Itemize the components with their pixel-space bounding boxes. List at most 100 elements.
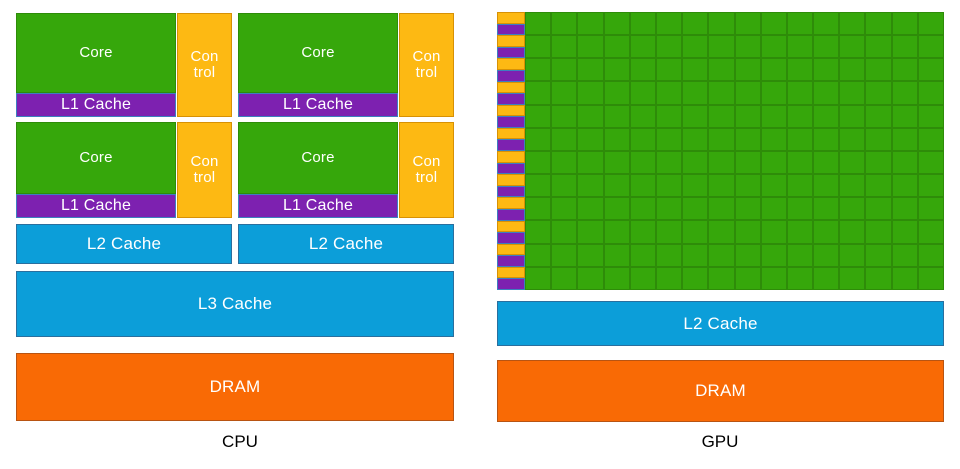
gpu-core-cell[interactable]	[813, 12, 840, 36]
gpu-core-cell[interactable]	[682, 58, 709, 82]
gpu-control-cell[interactable]	[497, 266, 525, 279]
gpu-core-cell[interactable]	[760, 35, 787, 59]
gpu-core-cell[interactable]	[655, 35, 683, 59]
gpu-core-cell[interactable]	[577, 197, 604, 221]
gpu-core-cell[interactable]	[865, 127, 892, 151]
gpu-core-cell[interactable]	[891, 243, 918, 267]
gpu-core-cell[interactable]	[786, 150, 814, 175]
gpu-control-cell[interactable]	[497, 197, 525, 209]
gpu-core-cell[interactable]	[734, 58, 761, 82]
gpu-core-cell[interactable]	[839, 243, 866, 267]
gpu-core-cell[interactable]	[525, 35, 552, 59]
gpu-core-cell[interactable]	[603, 220, 630, 244]
gpu-core-cell[interactable]	[865, 243, 892, 267]
gpu-core-cell[interactable]	[760, 81, 787, 105]
gpu-core-cell[interactable]	[682, 81, 709, 105]
gpu-core-cell[interactable]	[629, 243, 656, 267]
gpu-core-cell[interactable]	[786, 81, 814, 105]
gpu-core-cell[interactable]	[839, 150, 866, 175]
gpu-control-cell[interactable]	[497, 58, 525, 70]
gpu-core-cell[interactable]	[577, 127, 604, 151]
gpu-core-cell[interactable]	[734, 197, 761, 221]
gpu-core-cell[interactable]	[891, 174, 918, 198]
cpu-l2-cache-1[interactable]: L2 Cache	[16, 224, 232, 264]
cpu-l1-cache-2[interactable]: L1 Cache	[238, 93, 398, 117]
gpu-core-cell[interactable]	[551, 104, 578, 128]
gpu-core-cell[interactable]	[525, 150, 552, 175]
gpu-core-cell[interactable]	[891, 35, 918, 59]
gpu-core-cell[interactable]	[865, 81, 892, 105]
gpu-core-cell[interactable]	[813, 266, 840, 290]
gpu-core-cell[interactable]	[525, 220, 552, 244]
gpu-core-cell[interactable]	[655, 12, 683, 36]
gpu-core-cell[interactable]	[865, 12, 892, 36]
gpu-core-cell[interactable]	[525, 104, 552, 128]
gpu-core-cell[interactable]	[813, 174, 840, 198]
gpu-core-cell[interactable]	[525, 174, 552, 198]
gpu-core-cell[interactable]	[629, 81, 656, 105]
gpu-core-cell[interactable]	[603, 81, 630, 105]
gpu-core-cell[interactable]	[734, 12, 761, 36]
gpu-core-cell[interactable]	[708, 104, 735, 128]
gpu-control-cell[interactable]	[497, 243, 525, 256]
gpu-core-cell[interactable]	[708, 12, 735, 36]
gpu-core-cell[interactable]	[734, 127, 761, 151]
gpu-core-cell[interactable]	[603, 58, 630, 82]
gpu-core-cell[interactable]	[551, 220, 578, 244]
gpu-core-cell[interactable]	[760, 266, 787, 290]
gpu-control-cell[interactable]	[497, 151, 525, 163]
gpu-core-cell[interactable]	[655, 220, 683, 244]
gpu-core-cell[interactable]	[917, 35, 944, 59]
gpu-core-cell[interactable]	[629, 150, 656, 175]
gpu-core-cell[interactable]	[813, 220, 840, 244]
gpu-core-cell[interactable]	[525, 12, 552, 36]
gpu-l1-cache-cell[interactable]	[497, 116, 525, 128]
gpu-core-cell[interactable]	[734, 150, 761, 175]
cpu-control-4[interactable]: Con trol	[399, 122, 454, 218]
gpu-core-cell[interactable]	[603, 197, 630, 221]
gpu-core-cell[interactable]	[734, 35, 761, 59]
gpu-core-cell[interactable]	[786, 266, 814, 290]
gpu-core-cell[interactable]	[839, 35, 866, 59]
gpu-core-cell[interactable]	[682, 266, 709, 290]
cpu-core-2[interactable]: Core	[238, 13, 398, 93]
gpu-core-cell[interactable]	[682, 197, 709, 221]
gpu-core-cell[interactable]	[813, 150, 840, 175]
cpu-l1-cache-4[interactable]: L1 Cache	[238, 194, 398, 218]
gpu-core-cell[interactable]	[603, 243, 630, 267]
gpu-control-cell[interactable]	[497, 174, 525, 186]
gpu-core-cell[interactable]	[577, 58, 604, 82]
gpu-l1-cache-cell[interactable]	[497, 232, 525, 244]
gpu-core-cell[interactable]	[708, 174, 735, 198]
gpu-core-cell[interactable]	[891, 150, 918, 175]
gpu-core-cell[interactable]	[577, 35, 604, 59]
cpu-core-3[interactable]: Core	[16, 122, 176, 194]
gpu-core-cell[interactable]	[655, 150, 683, 175]
gpu-core-cell[interactable]	[917, 266, 944, 290]
gpu-core-cell[interactable]	[891, 220, 918, 244]
gpu-core-cell[interactable]	[839, 104, 866, 128]
gpu-core-cell[interactable]	[708, 197, 735, 221]
cpu-l2-cache-2[interactable]: L2 Cache	[238, 224, 454, 264]
gpu-l1-cache-cell[interactable]	[497, 69, 525, 82]
gpu-core-cell[interactable]	[577, 12, 604, 36]
gpu-l1-cache-cell[interactable]	[497, 162, 525, 175]
cpu-core-1[interactable]: Core	[16, 13, 176, 93]
gpu-core-cell[interactable]	[813, 35, 840, 59]
gpu-l1-cache-cell[interactable]	[497, 208, 525, 221]
gpu-core-cell[interactable]	[734, 266, 761, 290]
gpu-l1-cache-cell[interactable]	[497, 46, 525, 59]
gpu-core-cell[interactable]	[577, 104, 604, 128]
gpu-core-cell[interactable]	[917, 150, 944, 175]
gpu-core-cell[interactable]	[917, 197, 944, 221]
gpu-core-cell[interactable]	[839, 127, 866, 151]
gpu-core-cell[interactable]	[708, 58, 735, 82]
gpu-core-cell[interactable]	[917, 81, 944, 105]
gpu-core-cell[interactable]	[551, 150, 578, 175]
gpu-core-cell[interactable]	[682, 243, 709, 267]
gpu-l1-cache-cell[interactable]	[497, 278, 525, 291]
gpu-core-cell[interactable]	[682, 127, 709, 151]
gpu-control-cell[interactable]	[497, 127, 525, 140]
gpu-control-cell[interactable]	[497, 81, 525, 94]
gpu-core-cell[interactable]	[708, 35, 735, 59]
